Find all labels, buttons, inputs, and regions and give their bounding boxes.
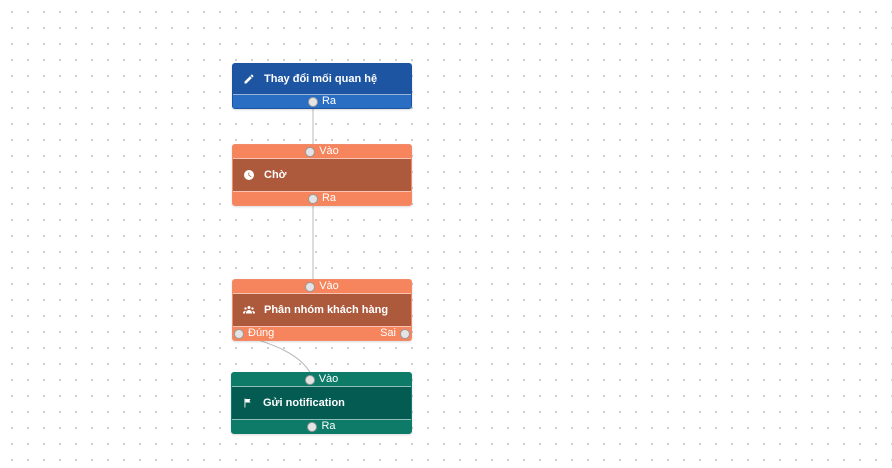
yes-port-label: Đúng bbox=[248, 327, 275, 339]
clock-icon bbox=[243, 169, 255, 181]
yes-output-port[interactable] bbox=[234, 328, 244, 339]
no-output-port[interactable] bbox=[400, 328, 410, 339]
node-send-notification[interactable]: Vào Gửi notification Ra bbox=[231, 372, 412, 434]
divider bbox=[233, 94, 411, 95]
output-port-label: Ra bbox=[321, 95, 337, 107]
input-port-label: Vào bbox=[318, 373, 339, 385]
no-branch: Sai bbox=[380, 327, 410, 340]
input-port-label: Vào bbox=[319, 280, 339, 292]
output-port-row: Ra bbox=[233, 95, 411, 108]
flag-icon bbox=[242, 397, 254, 409]
divider bbox=[232, 386, 411, 387]
output-port[interactable] bbox=[307, 96, 318, 107]
divider bbox=[233, 326, 411, 327]
pencil-icon bbox=[243, 73, 255, 85]
branch-port-row: Đúng Sai bbox=[233, 327, 411, 340]
node-wait[interactable]: Vào Chờ Ra bbox=[232, 144, 412, 206]
divider bbox=[233, 158, 411, 159]
node-change-relationship[interactable]: Thay đổi mối quan hệ Ra bbox=[232, 63, 412, 109]
node-header[interactable]: Chờ bbox=[233, 159, 411, 191]
output-port-label: Ra bbox=[321, 192, 337, 204]
output-port[interactable] bbox=[307, 421, 318, 432]
input-port-label: Vào bbox=[319, 145, 339, 157]
node-segment-customers[interactable]: Vào Phân nhóm khách hàng Đúng Sai bbox=[232, 279, 412, 341]
input-port-row: Vào bbox=[232, 373, 411, 386]
input-port-row: Vào bbox=[233, 145, 411, 158]
input-port[interactable] bbox=[305, 281, 316, 292]
output-port[interactable] bbox=[307, 193, 318, 204]
divider bbox=[233, 293, 411, 294]
no-port-label: Sai bbox=[380, 327, 396, 339]
node-header[interactable]: Thay đổi mối quan hệ bbox=[233, 64, 411, 94]
input-port-row: Vào bbox=[233, 280, 411, 293]
output-port-row: Ra bbox=[232, 420, 411, 433]
node-header[interactable]: Phân nhóm khách hàng bbox=[233, 294, 411, 326]
node-header[interactable]: Gửi notification bbox=[232, 387, 411, 419]
group-icon bbox=[243, 304, 255, 316]
output-port-label: Ra bbox=[321, 420, 336, 432]
divider bbox=[232, 419, 411, 420]
yes-branch: Đúng bbox=[234, 327, 274, 340]
node-title: Thay đổi mối quan hệ bbox=[264, 73, 378, 85]
input-port[interactable] bbox=[304, 374, 315, 385]
node-title: Gửi notification bbox=[263, 397, 345, 409]
divider bbox=[233, 191, 411, 192]
node-title: Phân nhóm khách hàng bbox=[264, 304, 389, 316]
node-title: Chờ bbox=[264, 169, 287, 181]
output-port-row: Ra bbox=[233, 192, 411, 205]
input-port[interactable] bbox=[305, 146, 316, 157]
